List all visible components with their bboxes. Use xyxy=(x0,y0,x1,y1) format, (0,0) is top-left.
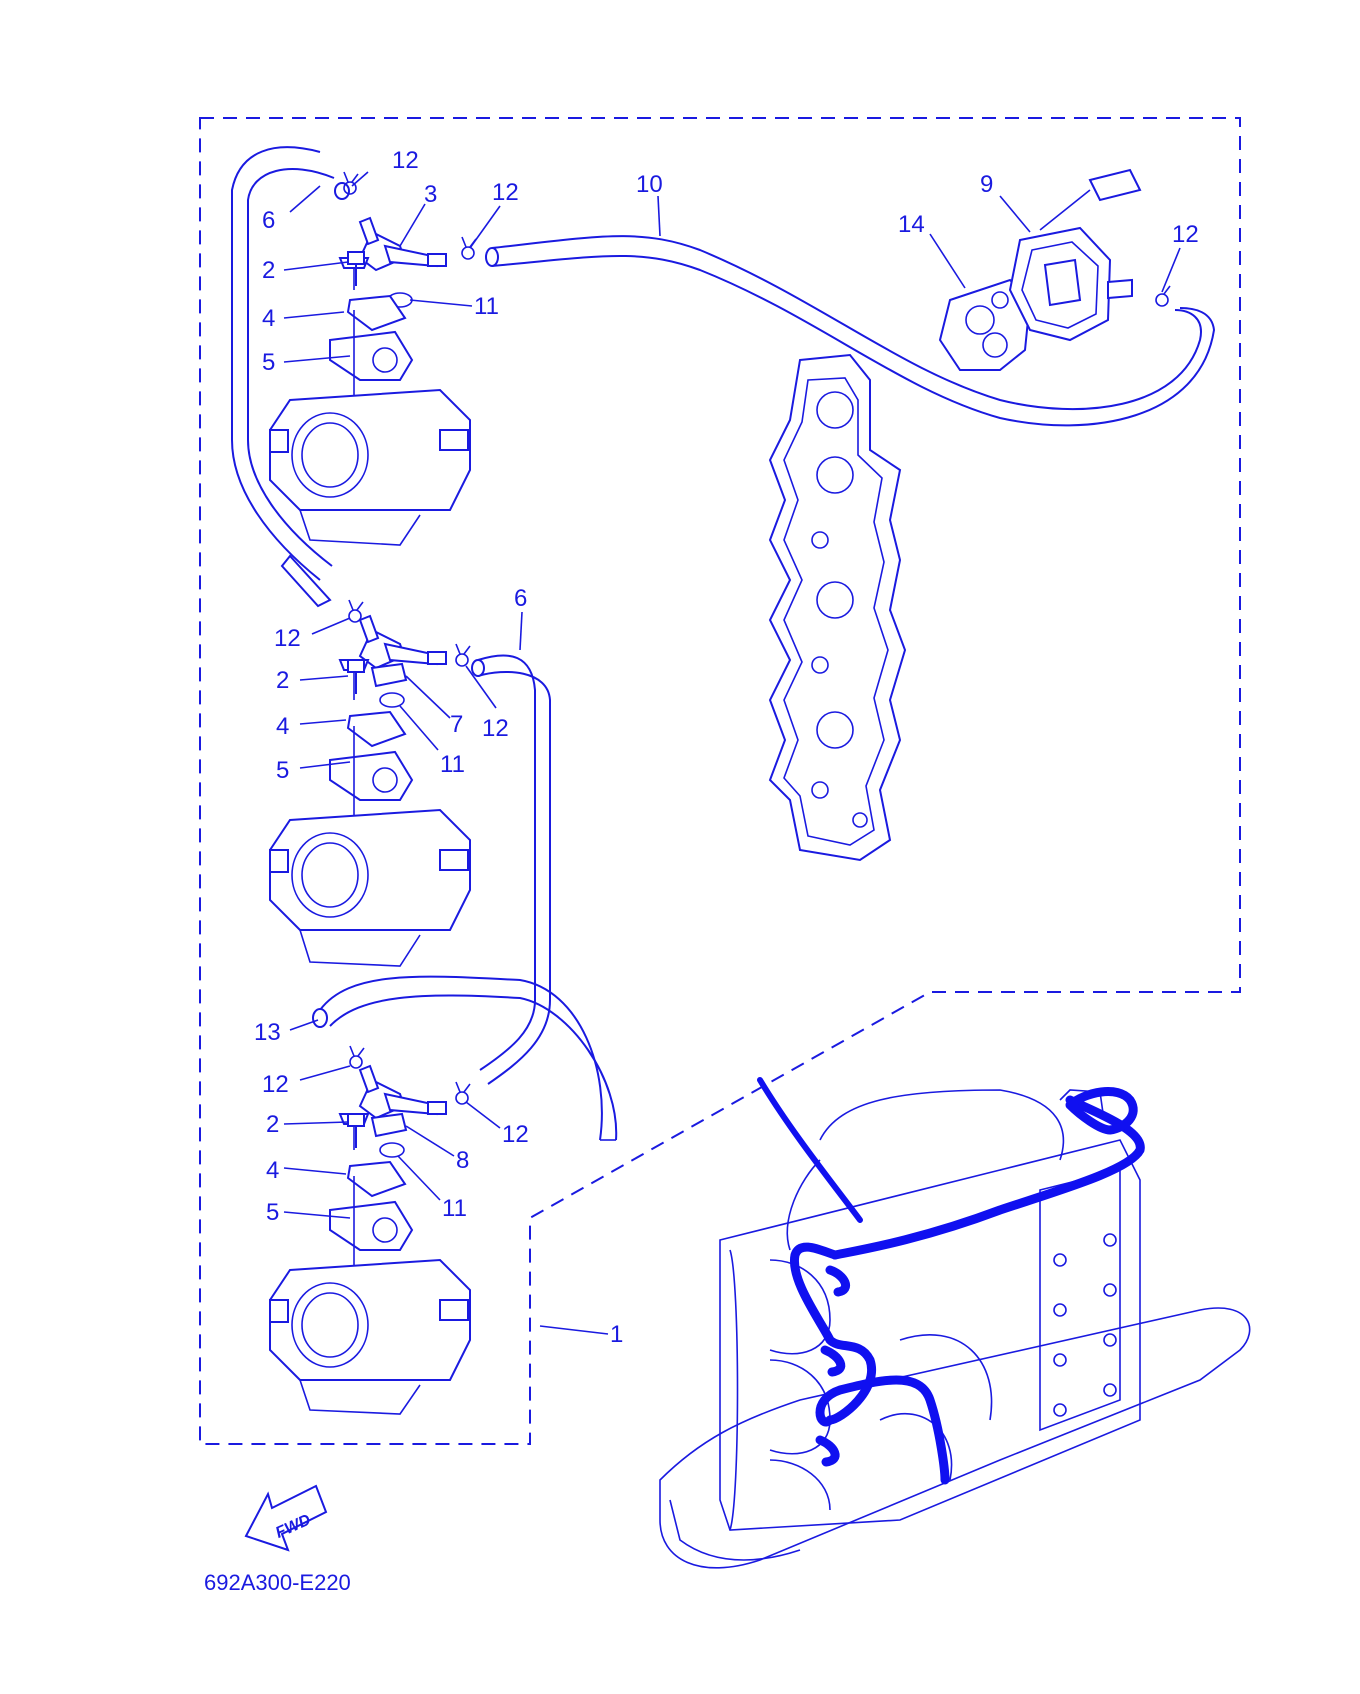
callout-labels: 12 6 3 12 2 11 4 5 10 9 14 12 12 6 2 7 1… xyxy=(254,147,1199,1348)
callout-13: 13 xyxy=(254,1019,281,1046)
carburetor-assembly-middle xyxy=(269,614,471,967)
callout-12: 12 xyxy=(262,1071,289,1098)
assembly-boundary xyxy=(199,117,1241,1445)
hose-6-top xyxy=(231,146,321,581)
callout-12: 12 xyxy=(482,715,509,742)
callout-11: 11 xyxy=(440,751,465,778)
callout-9: 9 xyxy=(980,171,993,198)
fuel-pump-9 xyxy=(938,168,1142,371)
leader-lines xyxy=(283,171,1181,1335)
engine-overview xyxy=(659,1077,1251,1569)
callout-12: 12 xyxy=(274,625,301,652)
callout-12: 12 xyxy=(392,147,419,174)
bolts xyxy=(347,251,365,1148)
hose-13 xyxy=(319,975,603,1141)
callout-6: 6 xyxy=(262,207,275,234)
callout-12: 12 xyxy=(1172,221,1199,248)
callout-14: 14 xyxy=(898,211,925,238)
callout-4: 4 xyxy=(262,305,275,332)
carburetor-assembly-bottom xyxy=(269,1064,471,1415)
callout-3: 3 xyxy=(424,181,437,208)
callout-12: 12 xyxy=(502,1121,529,1148)
callout-4: 4 xyxy=(276,713,289,740)
callout-5: 5 xyxy=(262,349,275,376)
callout-7: 7 xyxy=(450,711,463,738)
callout-6: 6 xyxy=(514,585,527,612)
callout-1: 1 xyxy=(610,1321,623,1348)
callout-4: 4 xyxy=(266,1157,279,1184)
fwd-arrow-icon: FWD xyxy=(244,1484,328,1552)
carburetor-assembly-top xyxy=(269,216,471,546)
callout-12: 12 xyxy=(492,179,519,206)
callout-8: 8 xyxy=(456,1147,469,1174)
callout-11: 11 xyxy=(474,293,499,320)
callout-2: 2 xyxy=(276,667,289,694)
callout-10: 10 xyxy=(636,171,663,198)
callout-2: 2 xyxy=(262,257,275,284)
hose-6-middle xyxy=(477,654,536,1071)
callout-5: 5 xyxy=(266,1199,279,1226)
callout-11: 11 xyxy=(442,1195,467,1222)
callout-2: 2 xyxy=(266,1111,279,1138)
hose-clips xyxy=(343,171,1171,1105)
hose-10 xyxy=(491,235,1202,411)
diagram-code: 692A300-E220 xyxy=(204,1570,351,1595)
callout-5: 5 xyxy=(276,757,289,784)
head-gasket xyxy=(768,353,907,862)
